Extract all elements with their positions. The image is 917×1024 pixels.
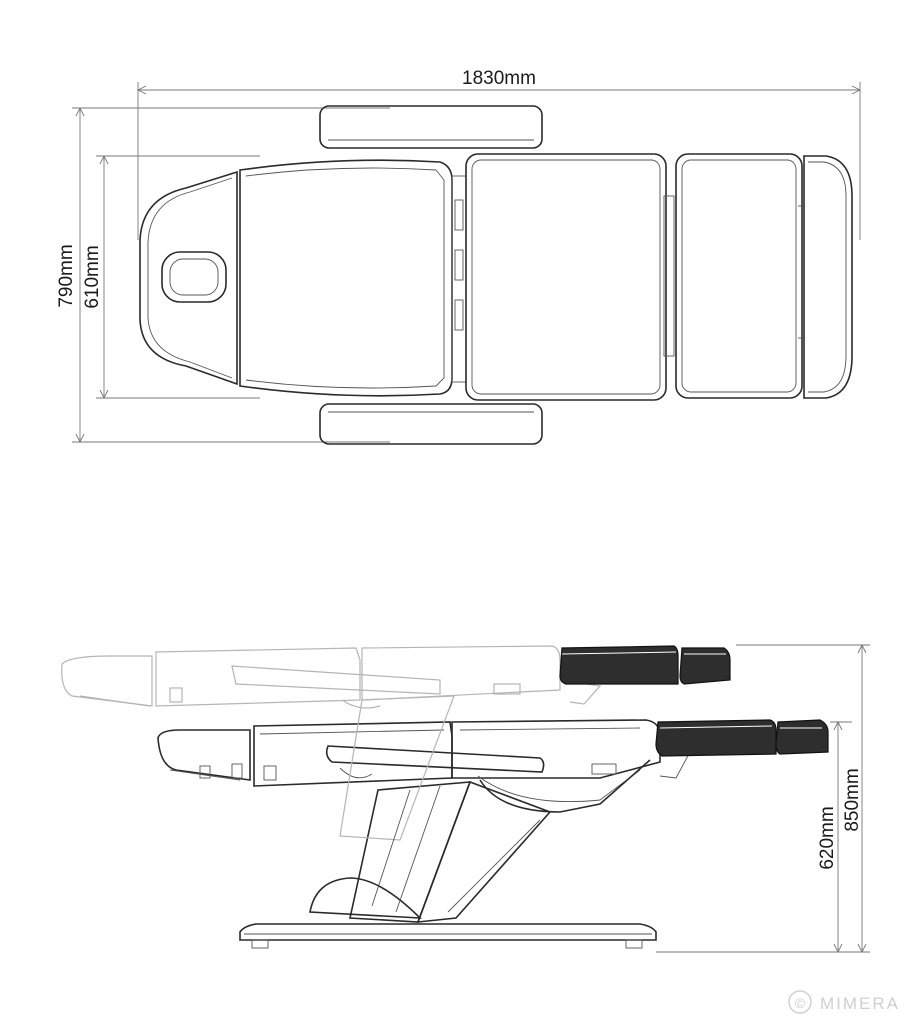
- seat-width-dimension: 610mm: [82, 154, 260, 400]
- width-dimension: 790mm: [56, 106, 390, 444]
- foot-cushion-raised: [679, 647, 731, 685]
- leg-cushion-raised: [559, 645, 679, 685]
- armrest-top: [319, 105, 543, 149]
- leg-section: [675, 153, 803, 399]
- width-label: 790mm: [56, 244, 77, 307]
- lowered-position: [157, 719, 691, 813]
- base-plate: [239, 923, 657, 941]
- copyright-symbol: ©: [795, 995, 806, 1011]
- head-rest: [157, 729, 251, 781]
- raised-position-outline: [61, 645, 602, 709]
- base-hood: [309, 877, 423, 919]
- watermark: © MIMERA: [788, 990, 900, 1014]
- armrest-side: [325, 745, 545, 773]
- length-dimension: 1830mm: [136, 68, 862, 240]
- back-section: [239, 159, 453, 397]
- max-height-label: 850mm: [842, 768, 863, 831]
- armrest-bottom: [319, 403, 543, 445]
- seat-width-label: 610mm: [82, 245, 103, 308]
- leg-cushion-lowered: [655, 719, 777, 757]
- seat-section: [465, 153, 667, 401]
- lift-column: [339, 695, 552, 923]
- face-hole: [161, 251, 227, 303]
- head-section: [139, 170, 238, 386]
- foot-cushion-lowered: [775, 719, 829, 755]
- watermark-text: MIMERA: [820, 994, 900, 1013]
- foot-section: [803, 155, 853, 399]
- side-view: 620mm 850mm: [61, 643, 870, 954]
- min-height-label: 620mm: [817, 806, 838, 869]
- height-dimensions: 620mm 850mm: [656, 643, 870, 954]
- length-label: 1830mm: [462, 68, 536, 89]
- top-view: 1830mm 790mm 610mm: [56, 68, 862, 445]
- copyright-icon: [788, 990, 812, 1014]
